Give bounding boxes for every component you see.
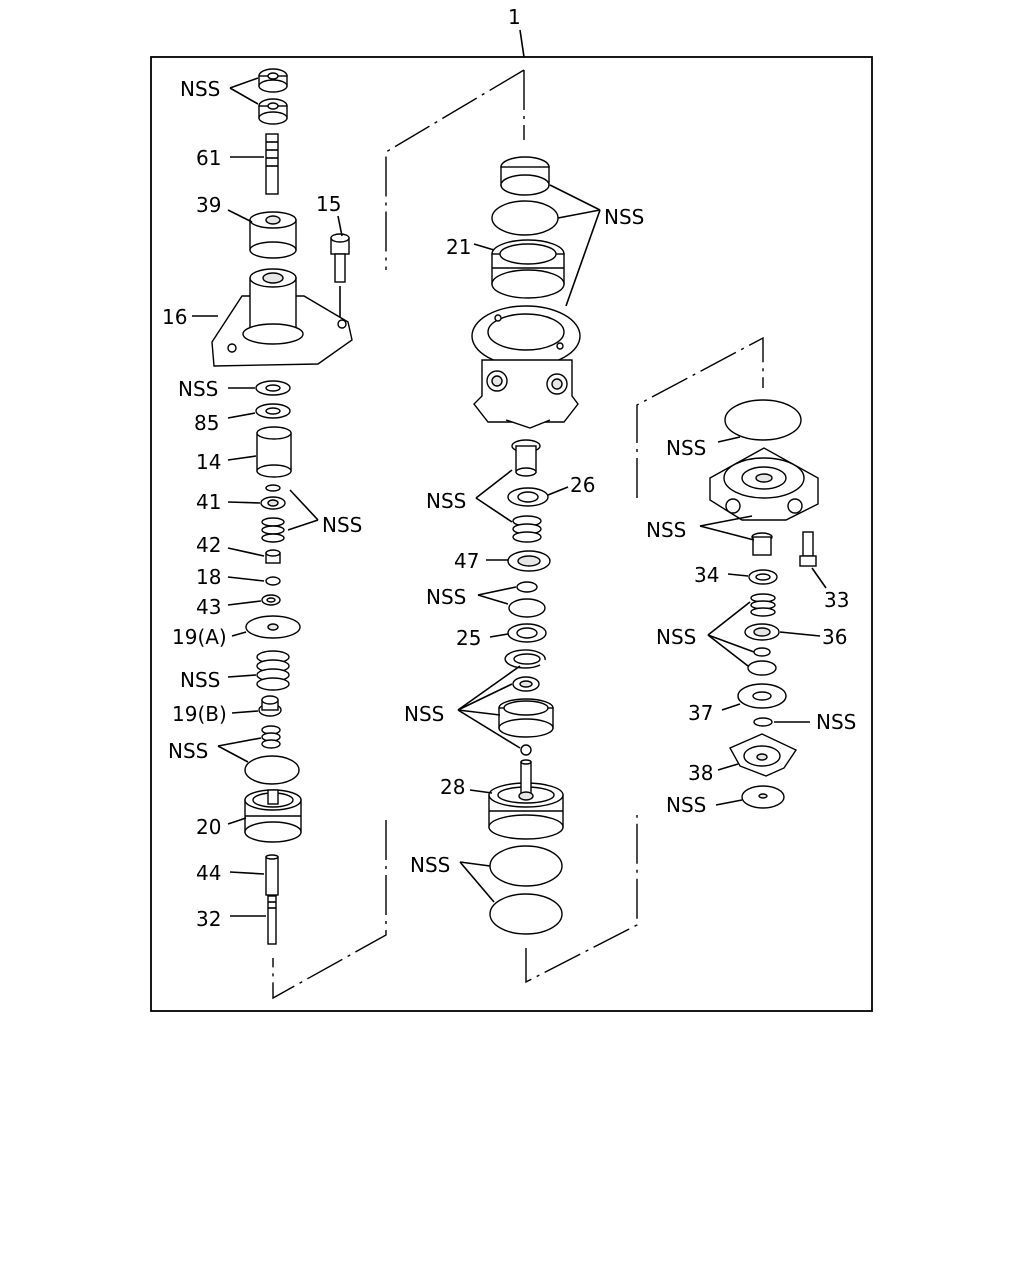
label-39: 39 bbox=[196, 193, 221, 217]
bolt-15 bbox=[330, 233, 350, 283]
label-47: 47 bbox=[454, 549, 479, 573]
sleeve-14 bbox=[256, 426, 292, 478]
label-37: 37 bbox=[688, 701, 713, 725]
disc-right-medium bbox=[747, 660, 777, 676]
assembly-guide-lines bbox=[272, 69, 764, 1000]
label-nss-spring3: NSS bbox=[168, 739, 208, 763]
disc-left-nss bbox=[244, 755, 300, 785]
label-nss-bottom-right: NSS bbox=[666, 793, 706, 817]
spring-right bbox=[750, 593, 776, 617]
label-nss-ring-set: NSS bbox=[404, 702, 444, 726]
nut-42 bbox=[265, 549, 281, 564]
label-36: 36 bbox=[822, 625, 847, 649]
clip-right bbox=[753, 717, 773, 727]
disc-center-small bbox=[516, 581, 538, 593]
label-15: 15 bbox=[316, 192, 341, 216]
bushing-39 bbox=[249, 211, 297, 259]
label-nss-washer: NSS bbox=[178, 377, 218, 401]
label-85: 85 bbox=[194, 411, 219, 435]
label-26: 26 bbox=[570, 473, 595, 497]
spring-left-1 bbox=[261, 517, 285, 543]
valve-19b bbox=[258, 695, 282, 717]
label-34: 34 bbox=[694, 563, 719, 587]
valve-stem-center bbox=[511, 439, 541, 477]
disc-center-bottom-2 bbox=[489, 893, 563, 935]
label-25: 25 bbox=[456, 626, 481, 650]
label-14: 14 bbox=[196, 450, 221, 474]
label-nss-discs: NSS bbox=[426, 585, 466, 609]
label-nss-nuts: NSS bbox=[180, 77, 220, 101]
ring-set-center bbox=[498, 698, 554, 738]
left-column-parts: NSS 61 39 15 bbox=[162, 68, 362, 945]
ring-21 bbox=[491, 239, 565, 299]
spring-left-2 bbox=[256, 650, 290, 691]
label-nss-cap: NSS bbox=[666, 436, 706, 460]
stud-61 bbox=[265, 133, 279, 195]
label-43: 43 bbox=[196, 595, 221, 619]
piston-20 bbox=[244, 789, 302, 843]
label-18: 18 bbox=[196, 565, 221, 589]
label-19b: 19(B) bbox=[172, 702, 227, 726]
valve-head-right bbox=[709, 447, 819, 521]
nut-top bbox=[258, 68, 288, 125]
spring-left-3 bbox=[261, 725, 281, 749]
disc-center-medium bbox=[508, 598, 546, 618]
spring-center bbox=[512, 515, 542, 543]
valve-stem-right bbox=[751, 532, 773, 556]
label-nss-spring-right: NSS bbox=[656, 625, 696, 649]
cover-38 bbox=[729, 733, 798, 777]
center-column-parts: NSS 21 bbox=[404, 156, 644, 935]
label-nss-spring2: NSS bbox=[180, 668, 220, 692]
diagram-frame bbox=[150, 56, 873, 1012]
label-nss-clip: NSS bbox=[816, 710, 856, 734]
label-61: 61 bbox=[196, 146, 221, 170]
label-nss-spring: NSS bbox=[322, 513, 362, 537]
disc-right-top bbox=[724, 399, 802, 441]
label-32: 32 bbox=[196, 907, 221, 931]
label-nss-valve-right: NSS bbox=[646, 518, 686, 542]
assembly-number-label: 1 bbox=[508, 5, 521, 29]
label-20: 20 bbox=[196, 815, 221, 839]
right-column-parts: NSS NSS 33 34 bbox=[646, 399, 856, 817]
bolt-33 bbox=[799, 531, 817, 567]
label-21: 21 bbox=[446, 235, 471, 259]
pin-44 bbox=[265, 854, 279, 896]
label-33: 33 bbox=[824, 588, 849, 612]
label-28: 28 bbox=[440, 775, 465, 799]
disc-center-bottom-1 bbox=[489, 845, 563, 887]
valve-body-center bbox=[471, 305, 581, 429]
ring-18 bbox=[265, 576, 281, 586]
label-nss-bottom-center: NSS bbox=[410, 853, 450, 877]
ring-center-top bbox=[500, 156, 550, 196]
label-44: 44 bbox=[196, 861, 221, 885]
ball-center bbox=[520, 744, 532, 756]
piston-28 bbox=[488, 759, 564, 840]
label-19a: 19(A) bbox=[172, 625, 227, 649]
label-41: 41 bbox=[196, 490, 221, 514]
rod-32 bbox=[267, 895, 277, 945]
label-38: 38 bbox=[688, 761, 713, 785]
disc-center-top bbox=[491, 200, 559, 236]
label-nss-rings: NSS bbox=[604, 205, 644, 229]
housing-16 bbox=[211, 268, 353, 367]
label-16: 16 bbox=[162, 305, 187, 329]
label-42: 42 bbox=[196, 533, 221, 557]
disc-right-small bbox=[753, 647, 771, 657]
label-nss-valve: NSS bbox=[426, 489, 466, 513]
